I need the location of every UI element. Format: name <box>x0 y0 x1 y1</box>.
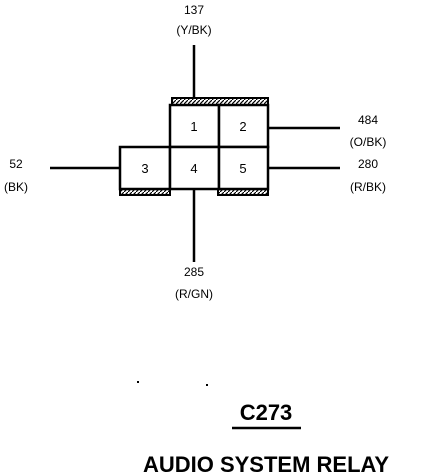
connector-id: C273 <box>240 400 293 425</box>
pin-number-4: 4 <box>190 161 197 176</box>
wire-1-circuit: 137 <box>184 3 204 17</box>
pin-number-3: 3 <box>141 161 148 176</box>
pin-number-5: 5 <box>239 161 246 176</box>
wire-3-color: (BK) <box>4 180 28 194</box>
wire-4-circuit: 285 <box>184 265 204 279</box>
wire-5-circuit: 280 <box>358 157 378 171</box>
wire-leads <box>50 45 340 262</box>
pin-numbers: 1 2 3 4 5 <box>141 119 246 176</box>
pin-cell-5 <box>217 145 270 191</box>
connector-housing <box>118 97 270 196</box>
wire-3-circuit: 52 <box>9 157 23 171</box>
wire-5-color: (R/BK) <box>350 180 386 194</box>
pin-cell-3 <box>118 145 172 191</box>
wire-1-color: (Y/BK) <box>176 23 211 37</box>
pin-number-2: 2 <box>239 119 246 134</box>
pin-number-1: 1 <box>190 119 197 134</box>
scan-specks <box>137 381 208 386</box>
wire-2-circuit: 484 <box>358 113 378 127</box>
wire-labels: 137 (Y/BK) 484 (O/BK) 52 (BK) 285 (R/GN)… <box>4 3 386 301</box>
wire-4-color: (R/GN) <box>175 287 213 301</box>
connector-name: AUDIO SYSTEM RELAY <box>143 452 389 476</box>
wire-2-color: (O/BK) <box>350 135 387 149</box>
